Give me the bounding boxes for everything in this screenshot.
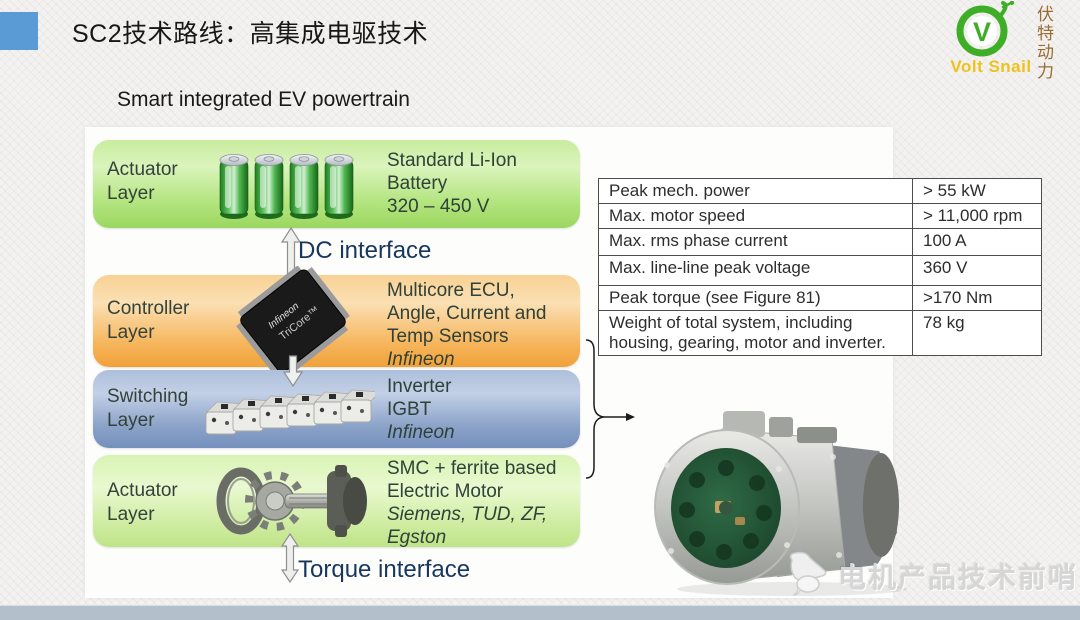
torque-arrow-icon (280, 533, 300, 583)
down-arrow-icon (282, 355, 304, 387)
layer-desc: Multicore ECU, Angle, Current and Temp S… (387, 280, 547, 370)
tricore-chip-icon: Infineon TriCore™ (236, 266, 350, 376)
table-row: Peak torque (see Figure 81) >170 Nm (598, 285, 1042, 311)
spec-table: Peak mech. power > 55 kW Max. motor spee… (598, 178, 1042, 356)
table-row: Weight of total system, including housin… (598, 310, 1042, 356)
layer-desc: Standard Li-Ion Battery 320 – 450 V (387, 150, 517, 217)
table-row: Max. rms phase current 100 A (598, 228, 1042, 256)
brace-connector (585, 339, 635, 479)
snail-logo-icon: V (956, 0, 1015, 57)
torque-interface-label: Torque interface (298, 556, 471, 583)
bottom-bar (0, 605, 1080, 620)
volt-snail-logo: V Volt Snail 伏特动力 (933, 0, 1078, 85)
layer-desc: SMC + ferrite based Electric Motor Sieme… (387, 458, 557, 548)
layer-desc: Inverter IGBT Infineon (387, 376, 455, 443)
accent-square (0, 12, 38, 50)
page-title: SC2技术路线：高集成电驱技术 (72, 20, 429, 48)
slide-subtitle: Smart integrated EV powertrain (117, 88, 410, 111)
table-row: Peak mech. power > 55 kW (598, 178, 1042, 204)
table-row: Max. motor speed > 11,000 rpm (598, 203, 1042, 229)
svg-text:V: V (973, 17, 991, 47)
watermark-text: 电机产品技术前哨 (838, 562, 1079, 593)
electric-motor-icon (216, 465, 367, 537)
ev-drivetrain-photo (654, 411, 907, 596)
brand-name: Volt Snail (950, 57, 1032, 76)
dc-interface-label: DC interface (298, 237, 432, 264)
megaphone-icon (789, 551, 827, 596)
igbt-module-icon (205, 389, 375, 435)
brand-name-vertical: 伏特动力 (1037, 5, 1054, 81)
table-row: Max. line-line peak voltage 360 V (598, 255, 1042, 286)
battery-pack-icon (219, 154, 354, 220)
